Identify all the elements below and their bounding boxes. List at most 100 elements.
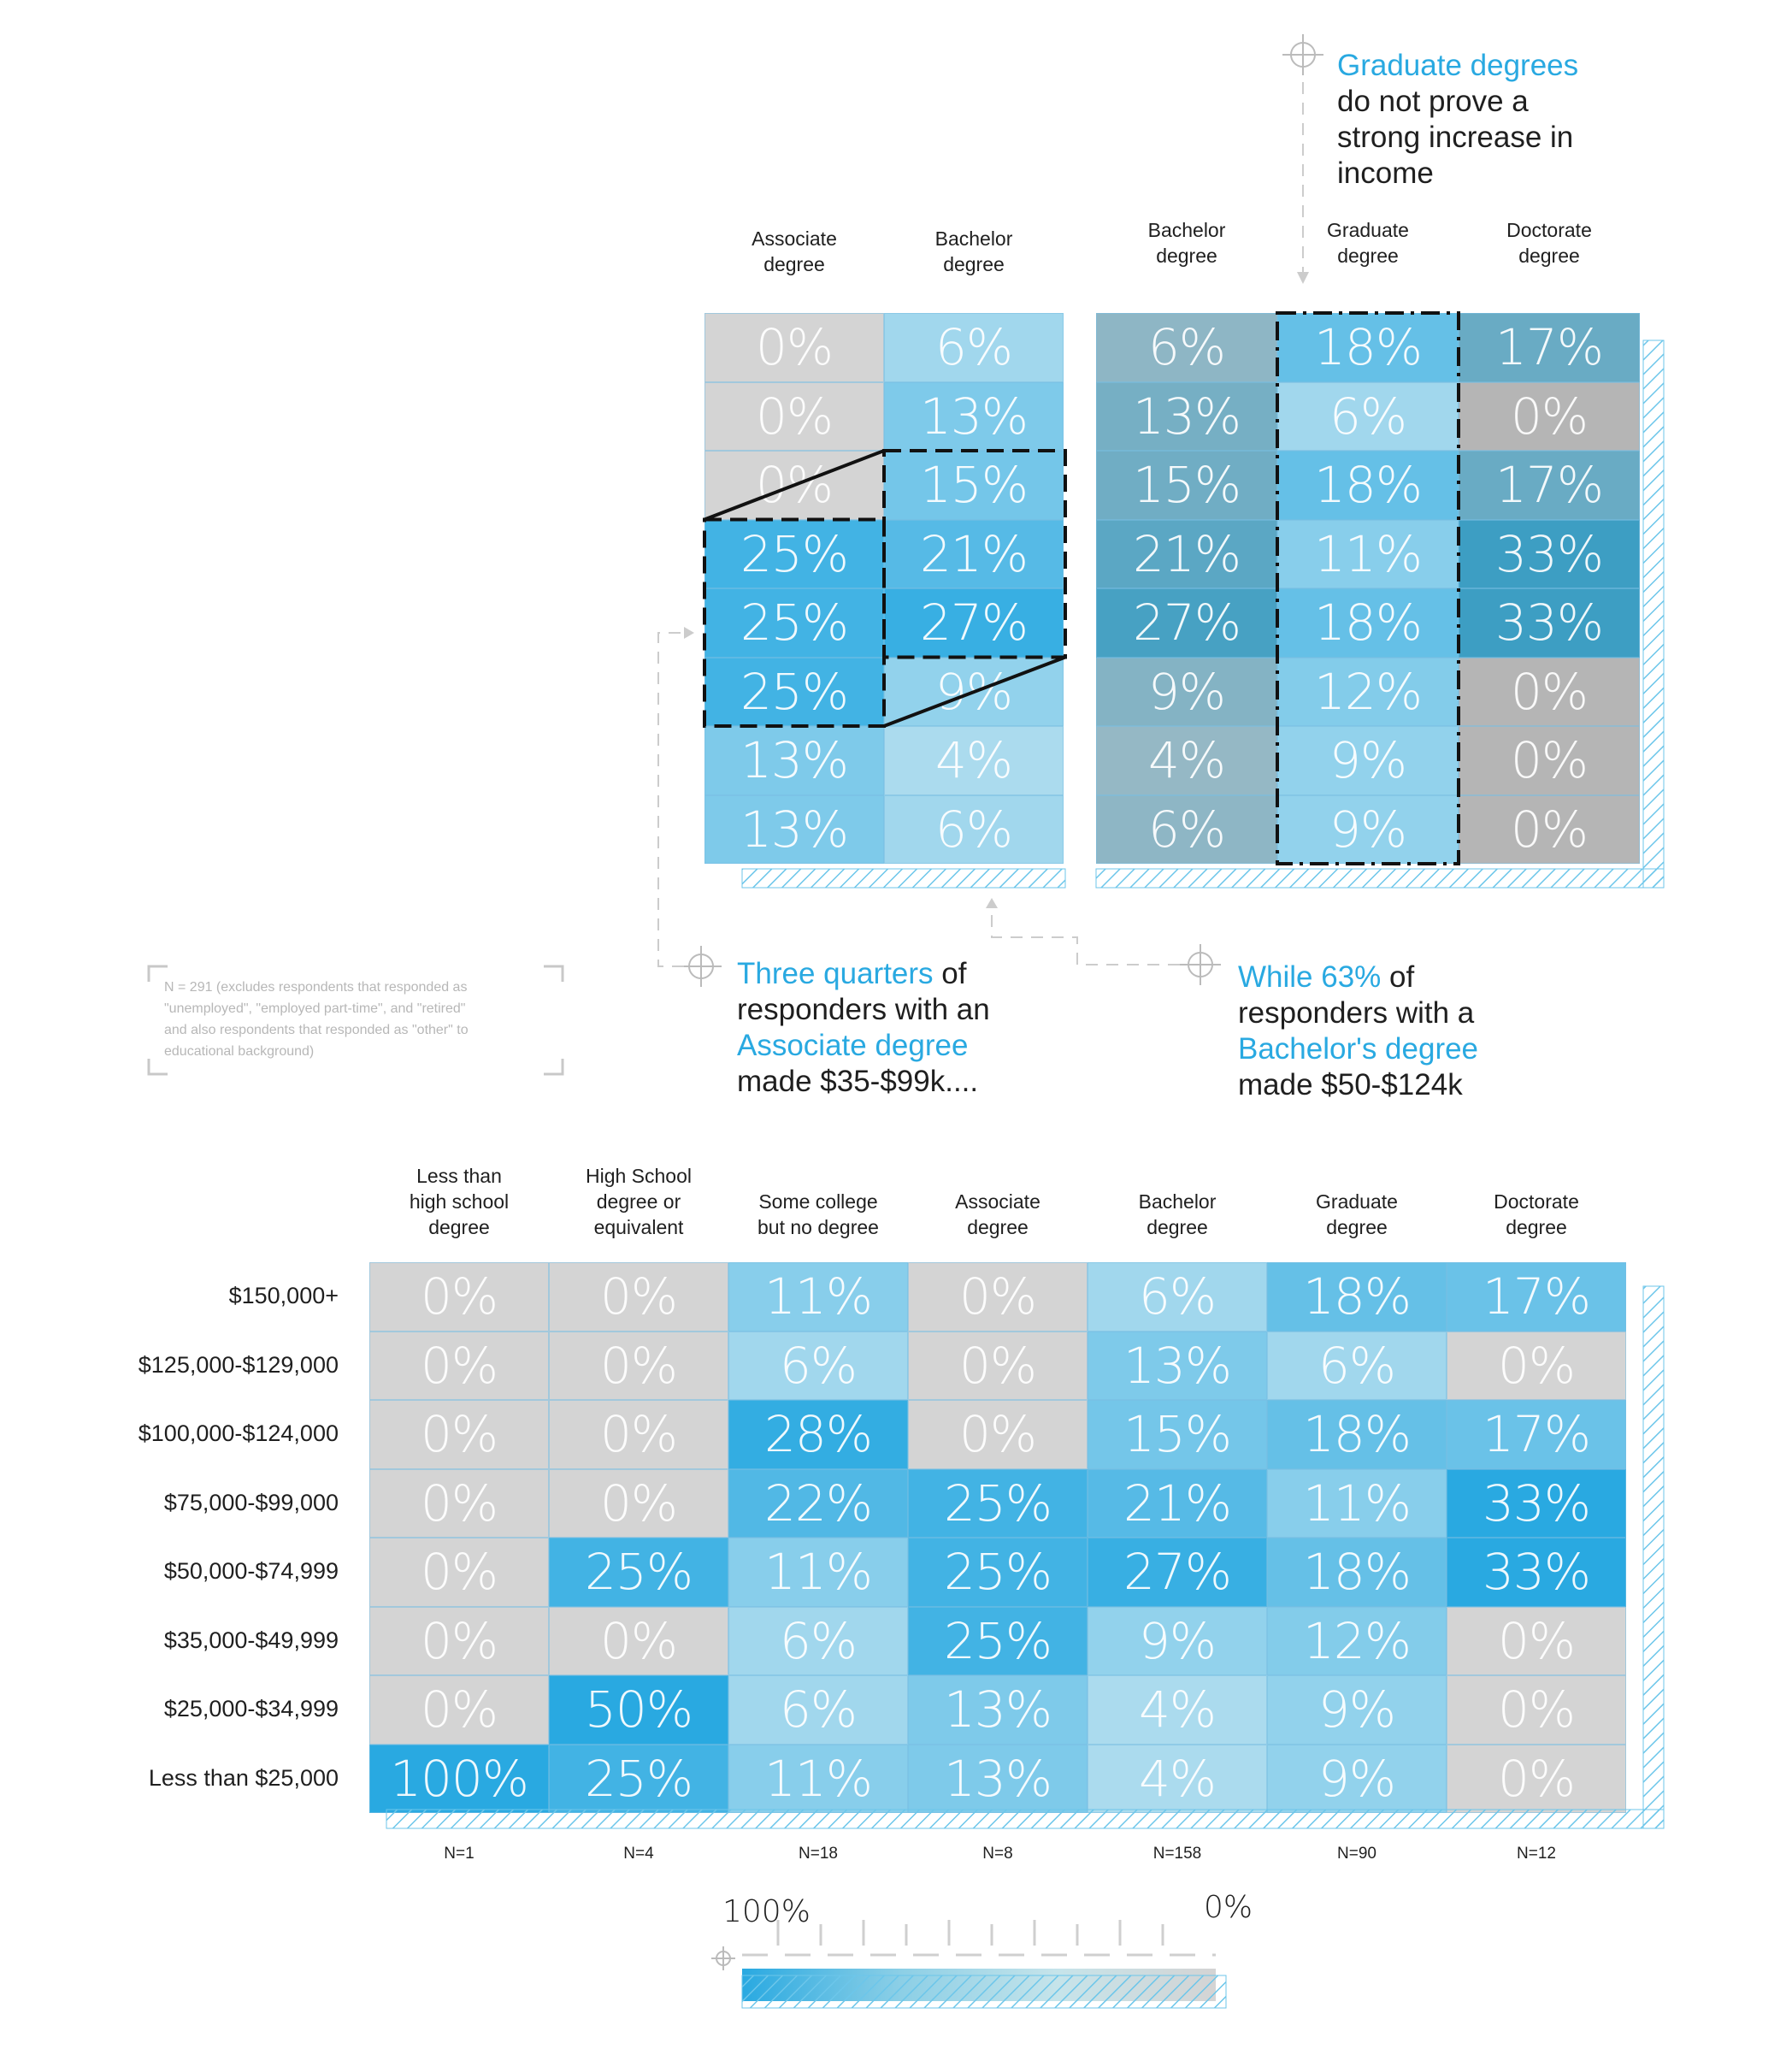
heatmap-cell: 28%	[728, 1400, 908, 1469]
heatmap-cell: 25%	[704, 519, 884, 588]
heatmap-cell: 27%	[884, 588, 1064, 658]
associate-annotation-highlight: Three quarters	[737, 957, 934, 990]
heatmap-cell: 9%	[1267, 1675, 1447, 1745]
graduate-annotation: Graduate degrees do not prove a strong i…	[1337, 48, 1578, 192]
heatmap-cell: 13%	[908, 1675, 1088, 1745]
column-header-line: Doctorate	[1506, 219, 1592, 241]
heatmap-cell: 11%	[1267, 1468, 1447, 1538]
heatmap-cell: 17%	[1447, 1262, 1626, 1332]
column-header-line: degree	[763, 253, 825, 275]
leader-arrowheads	[684, 272, 1309, 908]
heatmap-cell: 33%	[1459, 588, 1640, 658]
sample-note-line: and also respondents that responded as "…	[164, 1023, 469, 1037]
heatmap-cell: 0%	[1447, 1331, 1626, 1400]
heatmap-cell: 18%	[1267, 1262, 1447, 1332]
column-header-line: degree	[967, 1216, 1029, 1238]
heatmap-cell: 9%	[1277, 794, 1459, 864]
graduate-annotation-line: income	[1337, 156, 1434, 190]
legend-shadow	[741, 1975, 1227, 2009]
heatmap-cell: 0%	[908, 1262, 1088, 1332]
column-header-line: degree	[1337, 245, 1399, 267]
heatmap-cell: 6%	[884, 794, 1064, 864]
column-header-line: degree	[428, 1216, 490, 1238]
heatmap-cell: 25%	[549, 1538, 728, 1607]
heatmap-cell: 0%	[369, 1262, 549, 1332]
column-header: Doctorate degree	[1438, 1189, 1635, 1240]
graduate-annotation-line: strong increase in	[1337, 121, 1574, 154]
heatmap-cell: 17%	[1459, 451, 1640, 520]
top-right-shadow-side	[1642, 340, 1665, 889]
column-header-line: Graduate	[1316, 1190, 1398, 1213]
legend-min-label: 0%	[1204, 1890, 1253, 1925]
graduate-annotation-highlight: Graduate degrees	[1337, 49, 1579, 82]
heatmap-cell: 4%	[1096, 726, 1277, 795]
heatmap-cell: 0%	[704, 381, 884, 451]
heatmap-cell: 6%	[1096, 313, 1277, 382]
heatmap-cell: 6%	[1096, 794, 1277, 864]
heatmap-cell: 6%	[728, 1675, 908, 1745]
column-header-line: Bachelor	[1138, 1190, 1217, 1213]
heatmap-cell: 11%	[728, 1744, 908, 1813]
row-label: $125,000-$129,000	[138, 1351, 339, 1378]
heatmap-cell: 15%	[884, 451, 1064, 520]
heatmap-cell: 0%	[549, 1468, 728, 1538]
column-header-line: degree	[943, 253, 1005, 275]
heatmap-cell: 9%	[1267, 1744, 1447, 1813]
heatmap-cell: 22%	[728, 1468, 908, 1538]
bachelor-annotation-text: of	[1381, 960, 1415, 994]
bachelor-annotation-line: made $50-$124k	[1238, 1068, 1463, 1101]
heatmap-cell: 15%	[1096, 451, 1277, 520]
heatmap-cell: 25%	[908, 1538, 1088, 1607]
heatmap-cell: 0%	[704, 313, 884, 382]
heatmap-cell: 50%	[549, 1675, 728, 1745]
heatmap-cell: 9%	[1096, 657, 1277, 726]
heatmap-cell: 33%	[1447, 1538, 1626, 1607]
sample-size-label: N=12	[1517, 1845, 1556, 1863]
heatmap-cell: 13%	[1096, 381, 1277, 451]
sample-size-label: N=8	[982, 1845, 1013, 1863]
top-left-shadow	[741, 868, 1066, 889]
row-label: $75,000-$99,000	[163, 1489, 339, 1515]
row-label: Less than $25,000	[148, 1764, 339, 1791]
column-header-line: Graduate	[1327, 219, 1409, 241]
heatmap-cell: 9%	[1088, 1606, 1267, 1675]
heatmap-cell: 0%	[1459, 794, 1640, 864]
heatmap-cell: 11%	[728, 1262, 908, 1332]
heatmap-cell: 0%	[549, 1606, 728, 1675]
heatmap-cell: 21%	[1096, 519, 1277, 588]
bachelor-highlight-frame	[882, 449, 1067, 659]
sample-size-label: N=90	[1337, 1845, 1376, 1863]
heatmap-cell: 13%	[908, 1744, 1088, 1813]
sample-size-label: N=18	[799, 1845, 838, 1863]
heatmap-cell: 21%	[884, 519, 1064, 588]
heatmap-cell: 18%	[1267, 1400, 1447, 1469]
associate-highlight-frame	[703, 517, 886, 728]
column-header-line: degree	[1506, 1216, 1567, 1238]
sample-size-label: N=1	[444, 1845, 475, 1863]
column-header-line: degree	[1156, 245, 1217, 267]
heatmap-cell: 11%	[1277, 519, 1459, 588]
column-header-line: degree	[1147, 1216, 1208, 1238]
heatmap-cell: 25%	[704, 588, 884, 658]
heatmap-cell: 12%	[1267, 1606, 1447, 1675]
heatmap-cell: 0%	[549, 1262, 728, 1332]
heatmap-cell: 4%	[1088, 1675, 1267, 1745]
row-label: $35,000-$49,999	[163, 1627, 339, 1653]
heatmap-cell: 18%	[1277, 588, 1459, 658]
heatmap-cell: 6%	[1267, 1331, 1447, 1400]
graduate-annotation-line: do not prove a	[1337, 85, 1529, 118]
heatmap-cell: 0%	[369, 1538, 549, 1607]
column-header-line: Bachelor	[934, 227, 1013, 250]
column-header-line: Some college	[758, 1190, 878, 1213]
associate-annotation-text: of	[933, 957, 967, 990]
row-label: $25,000-$34,999	[163, 1696, 339, 1721]
column-header-line: Doctorate	[1494, 1190, 1579, 1213]
graduate-crosshair-icon	[1282, 34, 1323, 75]
row-label: $100,000-$124,000	[138, 1420, 339, 1446]
heatmap-cell: 0%	[1447, 1675, 1626, 1745]
heatmap-cell: 27%	[1096, 588, 1277, 658]
legend-max-label: 100%	[722, 1894, 811, 1929]
